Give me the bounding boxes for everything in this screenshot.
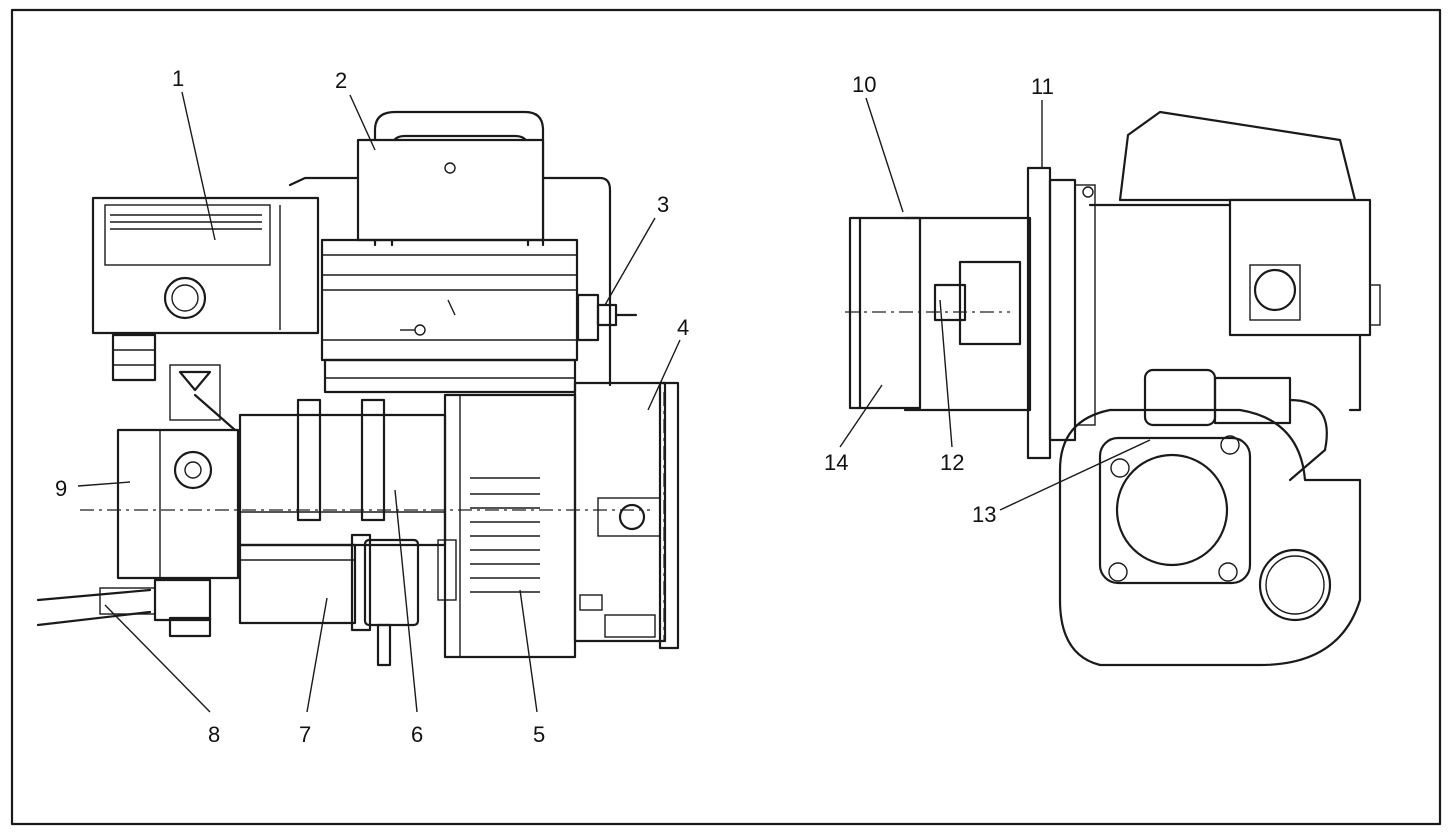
callout-5: 5 bbox=[533, 722, 545, 747]
leader-6 bbox=[394, 489, 418, 713]
callout-4: 4 bbox=[677, 315, 689, 340]
leader-4 bbox=[647, 339, 681, 411]
leader-14 bbox=[839, 384, 883, 448]
callout-8: 8 bbox=[208, 722, 220, 747]
leader-lines bbox=[77, 91, 1151, 713]
callout-14: 14 bbox=[824, 450, 848, 475]
callout-6: 6 bbox=[411, 722, 423, 747]
solenoid-valve bbox=[350, 533, 420, 667]
right-view-burner bbox=[845, 110, 1381, 667]
leader-7 bbox=[306, 597, 328, 713]
leader-2 bbox=[349, 94, 376, 151]
leader-1 bbox=[181, 91, 216, 241]
leader-10 bbox=[865, 97, 904, 213]
leader-9 bbox=[77, 481, 131, 487]
callout-3: 3 bbox=[657, 192, 669, 217]
nozzle-assembly bbox=[845, 260, 1022, 346]
callout-7: 7 bbox=[299, 722, 311, 747]
callout-1: 1 bbox=[172, 66, 184, 91]
flame-tube bbox=[848, 216, 1032, 412]
callout-12: 12 bbox=[940, 450, 964, 475]
right-solenoid bbox=[1143, 368, 1328, 482]
capacitor bbox=[238, 543, 357, 625]
callout-13: 13 bbox=[972, 502, 996, 527]
leader-12 bbox=[939, 299, 953, 448]
leader-3 bbox=[604, 217, 656, 306]
leader-13 bbox=[999, 439, 1151, 511]
callout-9: 9 bbox=[55, 476, 67, 501]
fan-scroll bbox=[1058, 408, 1362, 667]
callout-11: 11 bbox=[1031, 74, 1054, 99]
oil-pump bbox=[116, 364, 240, 638]
handle bbox=[356, 110, 545, 247]
frame-plate bbox=[288, 176, 612, 387]
motor bbox=[437, 393, 577, 659]
figure-border bbox=[10, 8, 1442, 826]
left-view-burner bbox=[36, 110, 680, 667]
control-box bbox=[91, 196, 320, 382]
leader-8 bbox=[104, 604, 211, 713]
callout-10: 10 bbox=[852, 72, 876, 97]
fan-housing bbox=[320, 238, 579, 394]
callout-2: 2 bbox=[335, 68, 347, 93]
pump-body bbox=[238, 398, 447, 547]
callouts: 1 2 3 4 5 6 7 8 9 10 11 12 13 14 bbox=[55, 66, 1054, 747]
air-intake-grille bbox=[573, 381, 680, 650]
mounting-flange bbox=[1026, 166, 1096, 460]
oil-hose bbox=[36, 587, 156, 627]
leader-5 bbox=[519, 589, 538, 713]
adjustment-screw bbox=[576, 293, 638, 342]
burner-housing bbox=[1088, 110, 1381, 412]
